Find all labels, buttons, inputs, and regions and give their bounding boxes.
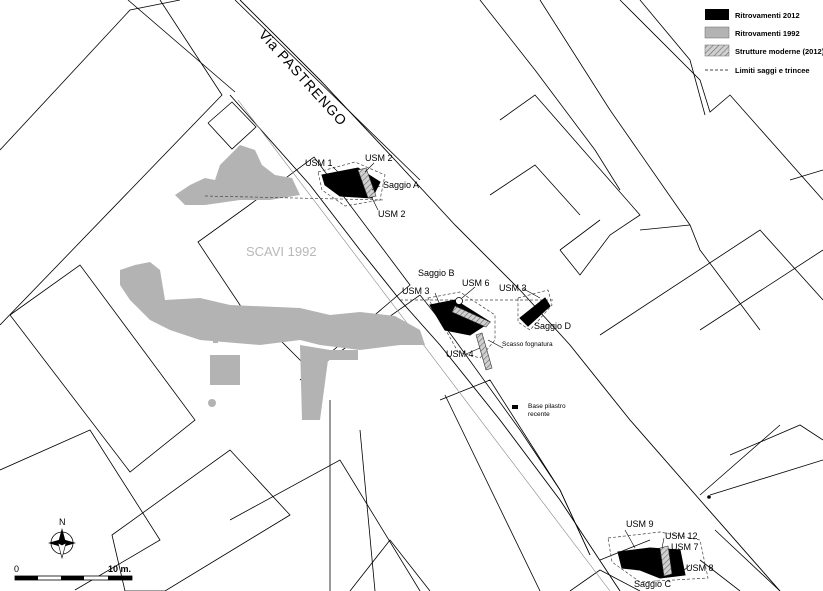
label-usm4: USM 4 bbox=[446, 349, 474, 359]
label-usm3-right: USM 3 bbox=[499, 283, 527, 293]
label-usm2-bottom: USM 2 bbox=[378, 209, 406, 219]
label-usm7: USM 7 bbox=[671, 542, 699, 552]
excavations-1992 bbox=[120, 145, 425, 420]
scale-bar: 0 10 m. bbox=[14, 564, 133, 581]
legend-label-2012: Ritrovamenti 2012 bbox=[735, 11, 800, 20]
scale-segment-5 bbox=[108, 576, 132, 580]
legend-label-modern: Strutture moderne (2012) bbox=[735, 47, 823, 56]
label-usm1: USM 1 bbox=[305, 158, 333, 168]
label-saggio-c: Saggio C bbox=[634, 579, 672, 589]
label-usm3-left: USM 3 bbox=[402, 286, 430, 296]
street-edges bbox=[229, 0, 781, 591]
scale-end-label: 10 m. bbox=[108, 564, 131, 574]
label-saggio-a: Saggio A bbox=[383, 180, 419, 190]
base-pilastro-marker bbox=[512, 405, 518, 409]
north-label: N bbox=[59, 517, 66, 527]
scavi-1992-label: SCAVI 1992 bbox=[246, 244, 317, 259]
modern-structures bbox=[357, 167, 673, 577]
south-pointer-icon bbox=[57, 542, 67, 560]
legend: Ritrovamenti 2012 Ritrovamenti 1992 Stru… bbox=[704, 9, 823, 75]
label-base-pilastro-2: recente bbox=[528, 411, 550, 418]
north-pointer-icon bbox=[58, 528, 66, 543]
trench-limits bbox=[204, 161, 709, 583]
label-usm6: USM 6 bbox=[462, 278, 490, 288]
label-saggio-d: Saggio D bbox=[534, 321, 572, 331]
label-saggio-b: Saggio B bbox=[418, 268, 455, 278]
label-usm9: USM 9 bbox=[626, 519, 654, 529]
legend-label-limits: Limiti saggi e trincee bbox=[735, 66, 810, 75]
label-scasso: Scasso fognatura bbox=[502, 341, 553, 348]
north-arrow: N bbox=[48, 517, 76, 560]
usm6-marker bbox=[455, 297, 463, 305]
legend-label-1992: Ritrovamenti 1992 bbox=[735, 29, 800, 38]
scale-segment-3 bbox=[61, 576, 84, 580]
legend-swatch-1992 bbox=[704, 26, 730, 39]
street-name-label: Via PASTRENGO bbox=[256, 26, 351, 129]
label-usm8: USM 8 bbox=[686, 563, 714, 573]
legend-swatch-modern bbox=[704, 44, 730, 57]
compass-cross-icon bbox=[48, 539, 76, 547]
scale-segment-1 bbox=[15, 576, 38, 580]
legend-swatch-2012 bbox=[705, 9, 729, 20]
label-usm2-top: USM 2 bbox=[365, 153, 393, 163]
label-usm12: USM 12 bbox=[665, 531, 698, 541]
survey-point bbox=[707, 495, 711, 499]
scale-start-label: 0 bbox=[14, 564, 19, 574]
label-base-pilastro-1: Base pilastro bbox=[528, 403, 566, 410]
leader-lines bbox=[332, 162, 691, 573]
